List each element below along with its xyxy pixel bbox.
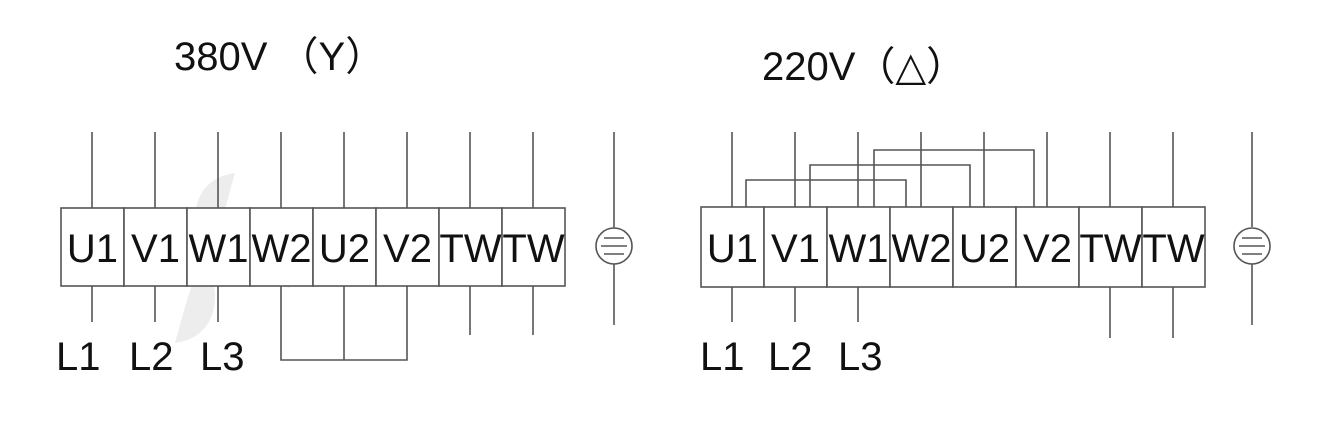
star-connection-diagram: 380V （Y） U1 V1 W1 [56,35,633,379]
terminal-label: TW [1079,227,1141,271]
terminal-label: U1 [707,227,758,271]
terminal-v2: V2 [375,207,440,287]
terminal-label: U2 [959,227,1010,271]
terminal-w1: W1 [186,207,251,287]
terminal-label: U1 [67,227,118,271]
line-label-l1: L1 [56,335,101,379]
terminal-label: W1 [829,227,889,271]
terminal-w1: W1 [826,206,891,288]
line-label-l1: L1 [700,335,745,379]
terminal-u1: U1 [700,206,765,288]
terminal-tw-2: TW [1141,206,1206,288]
terminal-u2: U2 [312,207,377,287]
terminal-tw-1: TW [438,207,503,287]
terminal-label: W2 [252,227,312,271]
terminal-label: V2 [383,227,432,271]
star-top-wires [91,132,615,228]
terminal-v1: V1 [123,207,188,287]
terminal-tw-1: TW [1078,206,1143,288]
star-title: 380V （Y） [174,35,385,79]
terminal-label: TW [502,227,564,271]
terminal-v1: V1 [763,206,828,288]
delta-top-wires [731,132,1253,227]
terminal-w2: W2 [889,206,954,288]
delta-terminal-strip: U1 V1 W1 W2 U2 V2 [700,206,1206,288]
terminal-label: V2 [1023,227,1072,271]
delta-title: 220V（△） [762,45,966,89]
terminal-label: V1 [131,227,180,271]
terminal-label: V1 [771,227,820,271]
terminal-u1: U1 [60,207,125,287]
star-bottom-wires [91,286,534,361]
terminal-label: W1 [189,227,249,271]
ground-icon [595,227,633,325]
delta-bottom-wires [731,287,1174,338]
star-terminal-strip: U1 V1 W1 W2 U2 V2 [60,207,566,287]
terminal-v2: V2 [1015,206,1080,288]
line-label-l2: L2 [768,335,813,379]
line-label-l2: L2 [129,335,174,379]
line-label-l3: L3 [838,335,883,379]
terminal-label: TW [1142,227,1204,271]
bridge-w1-v2 [873,149,1035,207]
line-label-l3: L3 [200,335,245,379]
terminal-label: W2 [892,227,952,271]
bridge-u1-w2 [745,179,907,207]
terminal-w2: W2 [249,207,314,287]
terminal-tw-2: TW [501,207,566,287]
terminal-label: TW [439,227,501,271]
delta-connection-diagram: 220V（△） U1 V1 [700,45,1271,379]
terminal-u2: U2 [952,206,1017,288]
terminal-label: U2 [319,227,370,271]
ground-icon [1233,227,1271,325]
star-line-labels: L1 L2 L3 [56,335,245,379]
delta-bridges [745,149,1035,207]
delta-line-labels: L1 L2 L3 [700,335,883,379]
bridge-v1-u2 [809,164,971,207]
